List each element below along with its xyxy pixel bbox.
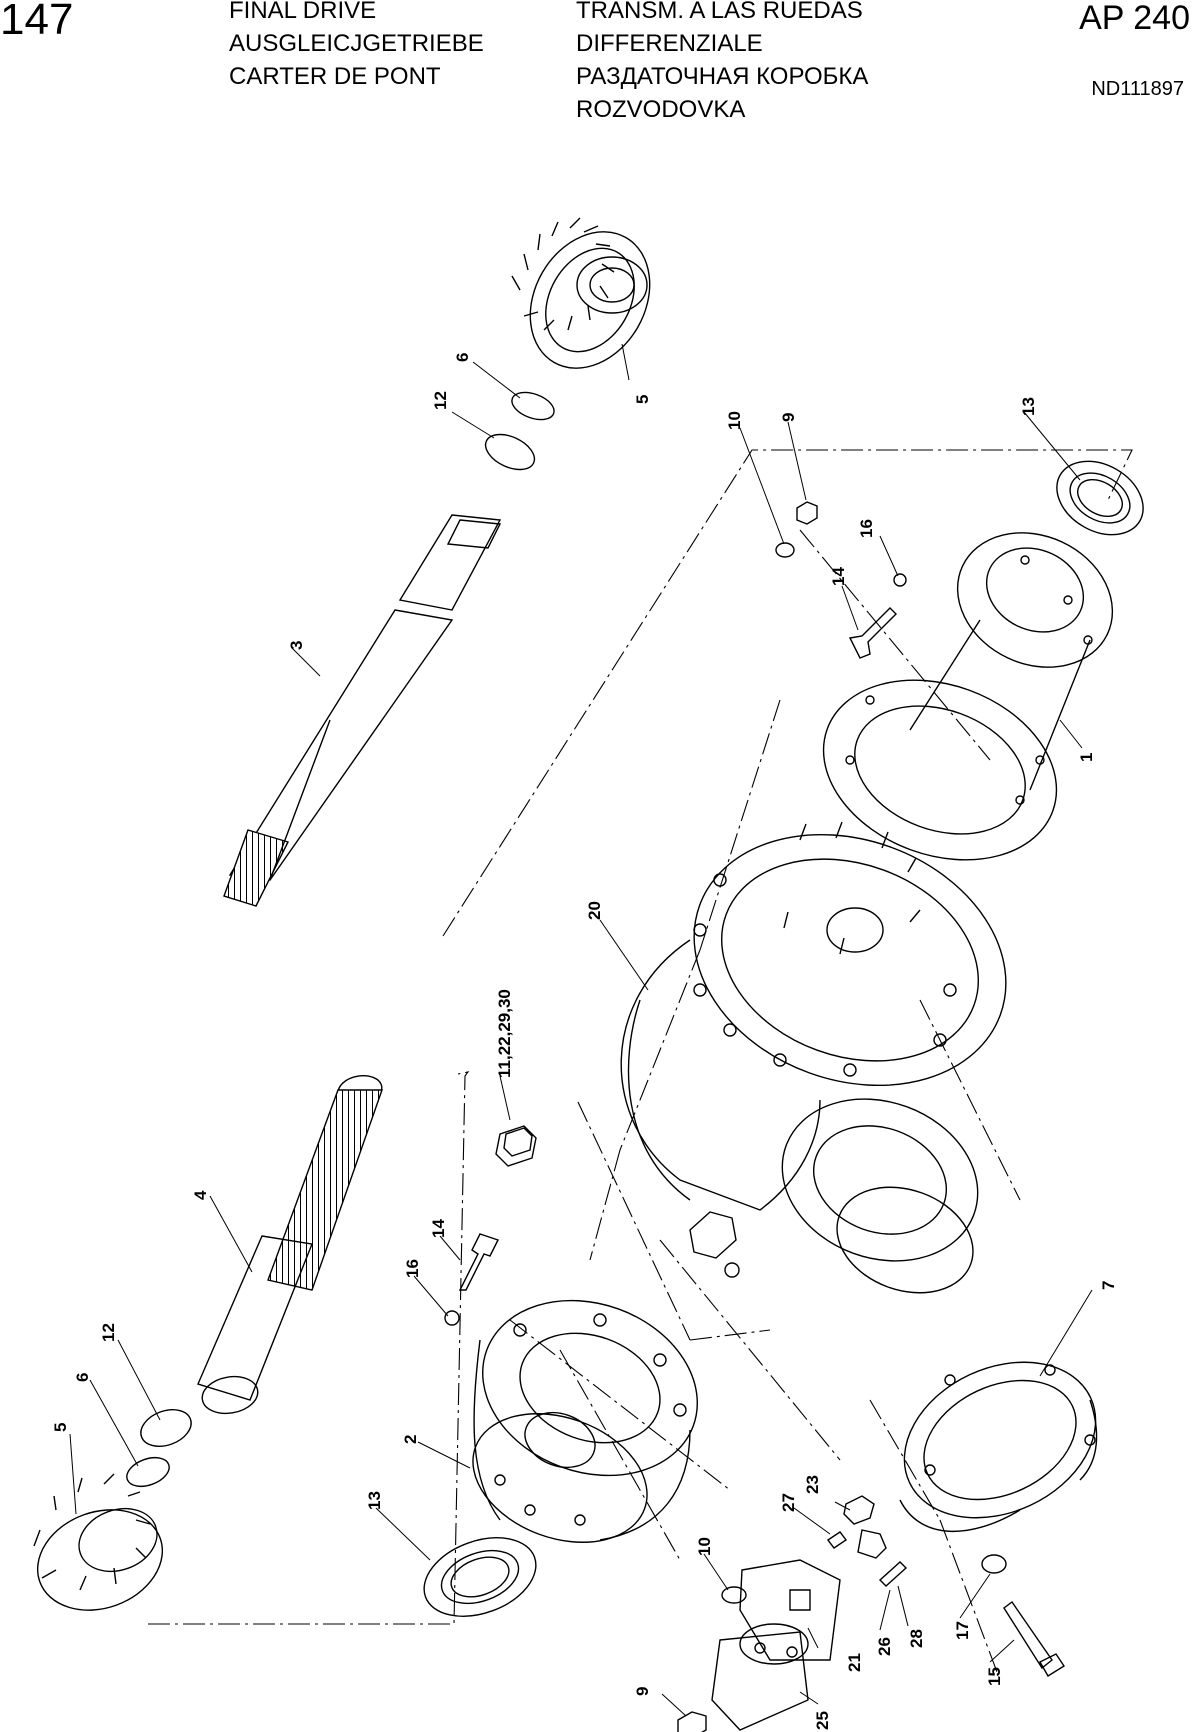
pin-27 xyxy=(826,1531,848,1549)
title-fr: CARTER DE PONT xyxy=(229,63,441,90)
bolt-14-lower xyxy=(458,1233,499,1291)
callout-7: 7 xyxy=(1099,1281,1118,1290)
washer-16-upper xyxy=(893,573,907,587)
bracket-21 xyxy=(739,1559,841,1661)
axle-housing xyxy=(822,532,1114,861)
page-number: 147 xyxy=(0,0,74,44)
callout-5-upper: 5 xyxy=(633,395,652,404)
callout-13-lower: 13 xyxy=(365,1491,384,1510)
callout-17: 17 xyxy=(953,1621,972,1640)
callout-13-upper: 13 xyxy=(1019,397,1038,416)
valve-26 xyxy=(857,1529,887,1559)
nut-9-lower xyxy=(677,1711,707,1732)
clip-23 xyxy=(843,1495,875,1525)
callout-12-upper: 12 xyxy=(431,391,450,410)
title-column-2: TRANSM. A LAS RUEDAS DIFFERENZIALE РАЗДА… xyxy=(576,0,868,126)
bolt-14-upper xyxy=(848,607,897,659)
callout-28: 28 xyxy=(907,1629,926,1648)
assembly-center-lines xyxy=(148,449,1133,1681)
callout-5-lower: 5 xyxy=(51,1423,70,1432)
callout-20: 20 xyxy=(585,901,604,920)
callout-6-upper: 6 xyxy=(453,353,472,362)
brake-cylinder xyxy=(711,1623,809,1731)
screw-28 xyxy=(878,1561,908,1587)
callout-25: 25 xyxy=(813,1711,832,1730)
title-de: AUSGLEICJGETRIEBE xyxy=(229,30,484,57)
differential-housing xyxy=(620,821,1007,1294)
bearing-lower xyxy=(423,1537,537,1617)
callout-12-lower: 12 xyxy=(99,1323,118,1342)
title-cz: ROZVODOVKA xyxy=(576,96,746,123)
callouts: 5 6 12 3 10 9 13 16 14 1 20 11,22,29,30 … xyxy=(51,353,1118,1730)
callout-10-lower: 10 xyxy=(695,1537,714,1556)
callout-3: 3 xyxy=(287,641,306,650)
callout-4: 4 xyxy=(191,1190,210,1200)
callout-16-upper: 16 xyxy=(857,519,876,538)
washer-10-lower xyxy=(721,1586,747,1604)
nut-9-upper xyxy=(796,501,818,525)
shaft-lower xyxy=(197,1074,383,1415)
callout-27: 27 xyxy=(779,1493,798,1512)
bolt-15 xyxy=(1003,1601,1065,1677)
gear-upper xyxy=(511,217,651,369)
model-code: AP 240 xyxy=(1079,0,1190,37)
callout-21: 21 xyxy=(845,1653,864,1672)
hub xyxy=(472,1299,698,1543)
callout-1: 1 xyxy=(1077,753,1096,762)
title-en: FINAL DRIVE xyxy=(229,0,377,24)
callout-9-upper: 9 xyxy=(779,413,798,422)
leader-lines xyxy=(69,343,1093,1717)
title-it: DIFFERENZIALE xyxy=(576,30,763,57)
bearing-upper xyxy=(1056,460,1144,536)
gear-lower xyxy=(33,1473,164,1611)
shaft-upper xyxy=(223,514,502,907)
callout-26: 26 xyxy=(875,1637,894,1656)
title-ru: РАЗДАТОЧНАЯ КОРОБКА xyxy=(576,63,869,90)
title-es: TRANSM. A LAS RUEDAS xyxy=(576,0,863,24)
callout-9-lower: 9 xyxy=(633,1687,652,1696)
ring-12-upper xyxy=(484,433,536,471)
callout-2: 2 xyxy=(401,1435,420,1444)
plug-11 xyxy=(495,1125,537,1167)
washer-16-lower xyxy=(444,1310,460,1326)
callout-11-22-29-30: 11,22,29,30 xyxy=(495,989,514,1078)
washer-10-upper xyxy=(775,542,795,558)
callout-15: 15 xyxy=(985,1667,1004,1686)
callout-6-lower: 6 xyxy=(73,1373,92,1382)
ring-6-lower xyxy=(126,1456,170,1488)
document-number: ND111897 xyxy=(1091,78,1184,100)
callout-10-upper: 10 xyxy=(725,411,744,430)
ring-6-upper xyxy=(511,391,555,421)
callout-14-upper: 14 xyxy=(829,567,848,586)
callout-16-lower: 16 xyxy=(403,1259,422,1278)
callout-14-lower: 14 xyxy=(429,1219,448,1238)
flange-ring xyxy=(899,1361,1098,1533)
callout-23: 23 xyxy=(803,1475,822,1494)
washer-17 xyxy=(981,1554,1007,1574)
ring-12-lower xyxy=(140,1409,192,1447)
title-column-1: FINAL DRIVE AUSGLEICJGETRIEBE CARTER DE … xyxy=(229,0,484,93)
